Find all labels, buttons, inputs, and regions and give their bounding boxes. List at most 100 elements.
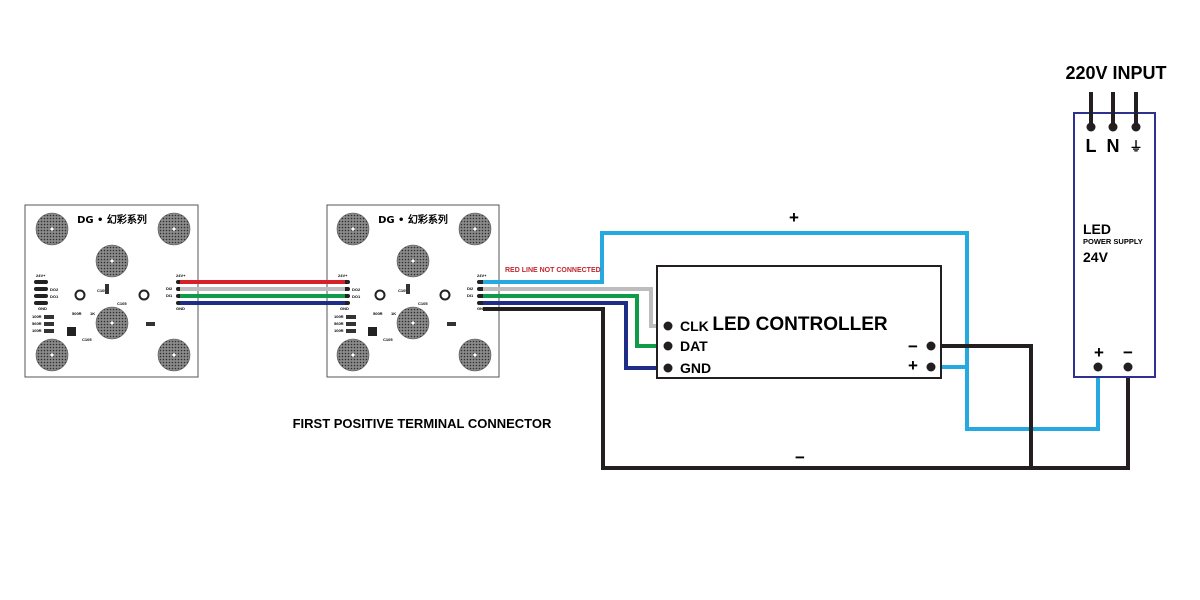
silk-label: C105: [418, 301, 428, 306]
led-chip: [336, 338, 370, 372]
led-chip: [396, 306, 430, 340]
silk-label: 560R: [32, 321, 42, 326]
silk-label: GND: [477, 306, 486, 311]
silk-label: DI1: [166, 293, 173, 298]
label-dat: DAT: [680, 338, 708, 354]
led-chip: [35, 338, 69, 372]
led-chip: [396, 244, 430, 278]
silk-label: 24V+: [176, 273, 186, 278]
psu-voltage: 24V: [1083, 249, 1109, 265]
silk-label: 24V+: [338, 273, 348, 278]
solder-pad: [34, 301, 48, 305]
silk-label: 100R: [32, 328, 42, 333]
label-clk: CLK: [680, 318, 709, 334]
earth-icon: ⏚: [1129, 139, 1142, 154]
terminal-psu-negative: [1123, 362, 1133, 372]
silk-label: DI2: [166, 286, 173, 291]
smd-part: [44, 315, 54, 319]
panel-title: DG • 幻彩系列: [77, 213, 147, 226]
terminal-n: [1108, 122, 1118, 132]
silk-label: 500R: [373, 311, 383, 316]
silk-label: 1K: [391, 311, 396, 316]
silk-label: DO1: [352, 294, 361, 299]
positive-loop-label: +: [789, 208, 799, 227]
wire-controller-negative: [931, 344, 1033, 468]
smd-part: [406, 284, 410, 294]
silk-label: DI2: [467, 286, 474, 291]
mounting-hole: [439, 289, 451, 301]
led-controller: LED CONTROLLER CLK DAT GND − +: [656, 265, 942, 379]
smd-part: [346, 315, 356, 319]
negative-loop-label: −: [795, 448, 805, 467]
annotations: RED LINE NOT CONNECTED FIRST POSITIVE TE…: [293, 208, 805, 467]
silk-label: 500R: [72, 311, 82, 316]
input-label: 220V INPUT: [1065, 63, 1166, 83]
label-gnd: GND: [680, 360, 711, 376]
silk-label: C105: [398, 288, 408, 293]
led-chip: [95, 244, 129, 278]
led-chip: [157, 338, 191, 372]
controller-box: [656, 265, 942, 379]
mounting-hole: [374, 289, 386, 301]
smd-part: [146, 322, 155, 326]
wire-dat: [483, 294, 668, 348]
led-chip: [35, 212, 69, 246]
mounting-hole: [138, 289, 150, 301]
silk-label: C105: [383, 337, 393, 342]
silk-label: 100R: [334, 314, 344, 319]
wire-negative-loop: [483, 307, 1130, 470]
psu-box: [1073, 112, 1156, 378]
terminal-psu-positive: [1093, 362, 1103, 372]
silk-label: C105: [97, 288, 107, 293]
silk-label: 1K: [90, 311, 95, 316]
label-controller-plus: +: [908, 356, 918, 375]
solder-pad: [34, 287, 48, 291]
psu-title: LED: [1083, 221, 1111, 237]
led-chip: [95, 306, 129, 340]
led-panel-2: DG • 幻彩系列 24V+ DO2 DO1 GND 24V+ DI2 DI1 …: [326, 204, 500, 378]
silk-label: GND: [340, 306, 349, 311]
silk-label: DI1: [467, 293, 474, 298]
silk-label: 560R: [334, 321, 344, 326]
silk-label: DO2: [352, 287, 361, 292]
smd-part: [346, 322, 356, 326]
pin-n-label: N: [1107, 136, 1120, 156]
smd-part: [44, 322, 54, 326]
terminal-gnd: [663, 363, 673, 373]
silk-label: DO1: [50, 294, 59, 299]
wire-positive-loop: [483, 231, 1100, 431]
connector-caption: FIRST POSITIVE TERMINAL CONNECTOR: [293, 416, 552, 431]
led-chip: [458, 212, 492, 246]
silk-label: 100R: [32, 314, 42, 319]
led-chip: [157, 212, 191, 246]
psu-subtitle: POWER SUPPLY: [1083, 237, 1143, 246]
led-chip: [336, 212, 370, 246]
wire-gnd: [483, 301, 668, 370]
silk-label: DO2: [50, 287, 59, 292]
smd-part: [346, 329, 356, 333]
silk-label: C105: [82, 337, 92, 342]
mounting-hole: [74, 289, 86, 301]
label-controller-minus: −: [908, 337, 918, 356]
terminal-clk: [663, 321, 673, 331]
smd-part: [44, 329, 54, 333]
red-line-note: RED LINE NOT CONNECTED: [505, 267, 601, 274]
terminal-earth: [1131, 122, 1141, 132]
silk-label: GND: [38, 306, 47, 311]
terminal-l: [1086, 122, 1096, 132]
led-chip: [458, 338, 492, 372]
pin-l-label: L: [1086, 136, 1097, 156]
smd-part: [105, 284, 109, 294]
silk-label: 100R: [334, 328, 344, 333]
silk-label: 24V+: [36, 273, 46, 278]
terminal-negative: [926, 341, 936, 351]
controller-wiring: [483, 231, 1130, 470]
smd-part: [447, 322, 456, 326]
terminal-dat: [663, 341, 673, 351]
psu-plus-label: +: [1094, 343, 1104, 362]
solder-pad: [34, 280, 48, 284]
silk-label: 24V+: [477, 273, 487, 278]
smd-part: [368, 327, 377, 336]
led-panel-1: DG • 幻彩系列 24V+ DO2 DO1 GND 24V+ DI2 DI1 …: [24, 204, 199, 378]
